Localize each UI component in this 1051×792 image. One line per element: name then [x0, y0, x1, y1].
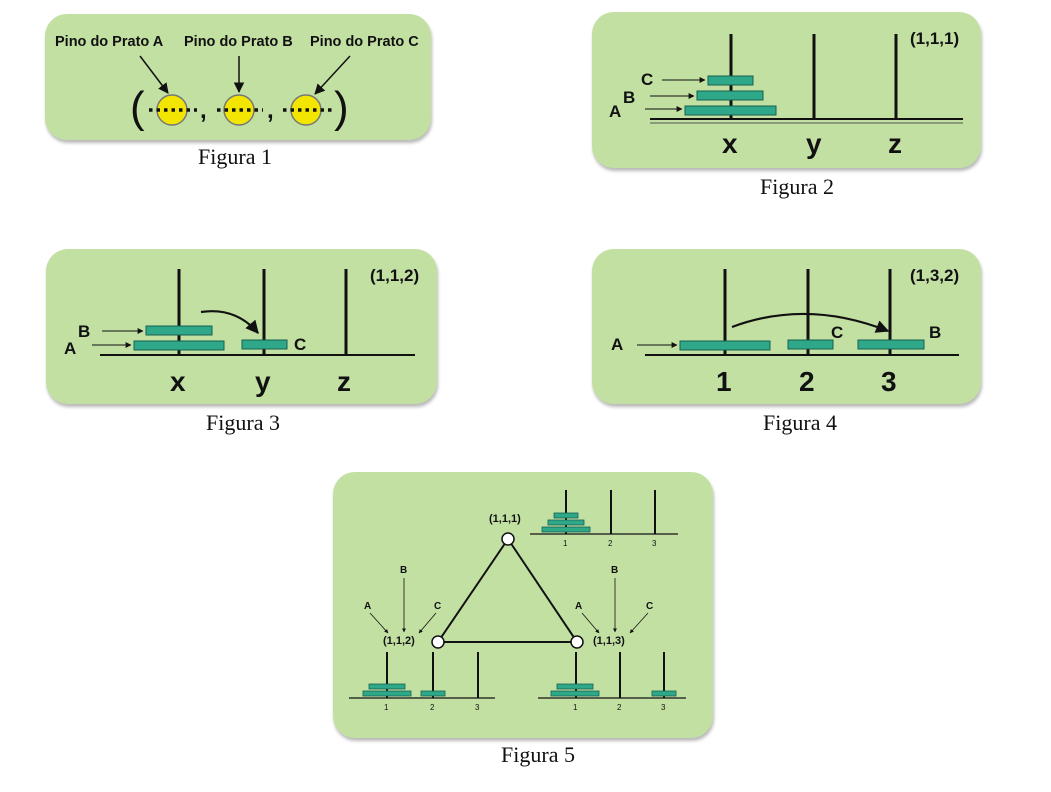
comma-1: , — [200, 97, 207, 124]
mini-top-peg-2: 2 — [608, 539, 613, 548]
left-a-arrow — [369, 612, 389, 634]
disk-c — [707, 75, 754, 86]
mini-hanoi-left: 1 2 3 — [349, 652, 495, 712]
edge-top-left — [437, 538, 509, 643]
node-left — [431, 635, 445, 649]
disk-c-label: C — [294, 335, 306, 354]
disk-b-label: B — [929, 323, 941, 342]
disk-a-label: A — [611, 335, 623, 354]
close-paren: ) — [334, 83, 349, 132]
mini-left-peg-1: 1 — [384, 703, 389, 712]
left-b-label: B — [400, 565, 407, 576]
peg-2-label: 2 — [799, 366, 815, 397]
figure-3-panel: (1,1,2) A B C x y z — [46, 249, 437, 404]
figure-1-caption: Figura 1 — [198, 144, 272, 169]
figure-5-caption: Figura 5 — [501, 742, 575, 767]
peg-z-label: z — [337, 366, 351, 397]
disk-b — [145, 325, 213, 336]
peg-x-label: x — [170, 366, 186, 397]
mini-top-peg-3: 3 — [652, 539, 657, 548]
disk-c — [787, 339, 834, 350]
pin-a-label: Pino do Prato A — [55, 34, 164, 50]
comma-2: , — [267, 97, 274, 124]
peg-y-label: y — [806, 128, 822, 159]
figure-3-drawing: (1,1,2) A B C x y z — [64, 266, 419, 397]
peg-1-label: 1 — [716, 366, 732, 397]
figure-4-drawing: (1,3,2) A C B 1 2 3 — [611, 266, 959, 397]
right-a-arrow — [581, 612, 600, 634]
figure-2-panel: (1,1,1) A B C x y z — [592, 12, 981, 168]
disk-c-label: C — [641, 70, 653, 89]
state-label: (1,3,2) — [910, 266, 959, 285]
node-top — [501, 532, 515, 546]
pin-b-circle — [223, 94, 255, 126]
disk-a — [684, 105, 777, 116]
mini-right-peg-1: 1 — [573, 703, 578, 712]
move-arrow — [200, 310, 259, 335]
figure-4-panel: (1,3,2) A C B 1 2 3 — [592, 249, 981, 404]
pin-b-label: Pino do Prato B — [184, 34, 293, 50]
node-left-label: (1,1,2) — [383, 635, 415, 647]
figure-5-drawing: (1,1,1) (1,1,2) (1,1,3) 1 2 3 A B C A B … — [349, 490, 686, 712]
right-a-label: A — [575, 601, 582, 612]
open-paren: ( — [130, 83, 145, 132]
left-a-label: A — [364, 601, 371, 612]
edge-top-right — [507, 538, 578, 643]
disk-a — [679, 340, 771, 351]
disk-b-label: B — [78, 322, 90, 341]
disk-b — [696, 90, 764, 101]
node-right-label: (1,1,3) — [593, 635, 625, 647]
right-c-label: C — [646, 601, 653, 612]
disk-a-label: A — [609, 102, 621, 121]
mini-hanoi-right: 1 2 3 — [538, 652, 686, 712]
peg-z-label: z — [888, 128, 902, 159]
peg-y-label: y — [255, 366, 271, 397]
pin-c-label: Pino do Prato C — [310, 34, 419, 50]
mini-left-peg-2: 2 — [430, 703, 435, 712]
figure-2-drawing: (1,1,1) A B C x y z — [609, 29, 963, 159]
left-c-label: C — [434, 601, 441, 612]
state-label: (1,1,2) — [370, 266, 419, 285]
disk-b-label: B — [623, 88, 635, 107]
figure-2-caption: Figura 2 — [760, 174, 834, 199]
mini-right-peg-2: 2 — [617, 703, 622, 712]
figure-3-caption: Figura 3 — [206, 410, 280, 435]
disk-a — [133, 340, 225, 351]
figure-5-panel: (1,1,1) (1,1,2) (1,1,3) 1 2 3 A B C A B … — [333, 472, 713, 738]
disk-c-label: C — [831, 323, 843, 342]
disk-b — [857, 339, 925, 350]
figure-4-caption: Figura 4 — [763, 410, 837, 435]
mini-left-peg-3: 3 — [475, 703, 480, 712]
figure-1-panel: Pino do Prato A Pino do Prato B Pino do … — [45, 14, 431, 140]
right-b-label: B — [611, 565, 618, 576]
mini-right-peg-3: 3 — [661, 703, 666, 712]
node-right — [570, 635, 584, 649]
figure-1-drawing: Pino do Prato A Pino do Prato B Pino do … — [55, 34, 419, 132]
pin-a-arrow — [139, 55, 169, 94]
move-arrow — [731, 312, 890, 333]
state-label: (1,1,1) — [910, 29, 959, 48]
pin-c-arrow — [314, 55, 351, 95]
peg-x-label: x — [722, 128, 738, 159]
left-c-arrow — [418, 612, 437, 634]
right-c-arrow — [629, 612, 649, 634]
disk-a-label: A — [64, 339, 76, 358]
node-top-label: (1,1,1) — [489, 513, 521, 525]
peg-3-label: 3 — [881, 366, 897, 397]
mini-hanoi-top: 1 2 3 — [530, 490, 678, 548]
mini-top-peg-1: 1 — [563, 539, 568, 548]
disk-c — [241, 339, 288, 350]
